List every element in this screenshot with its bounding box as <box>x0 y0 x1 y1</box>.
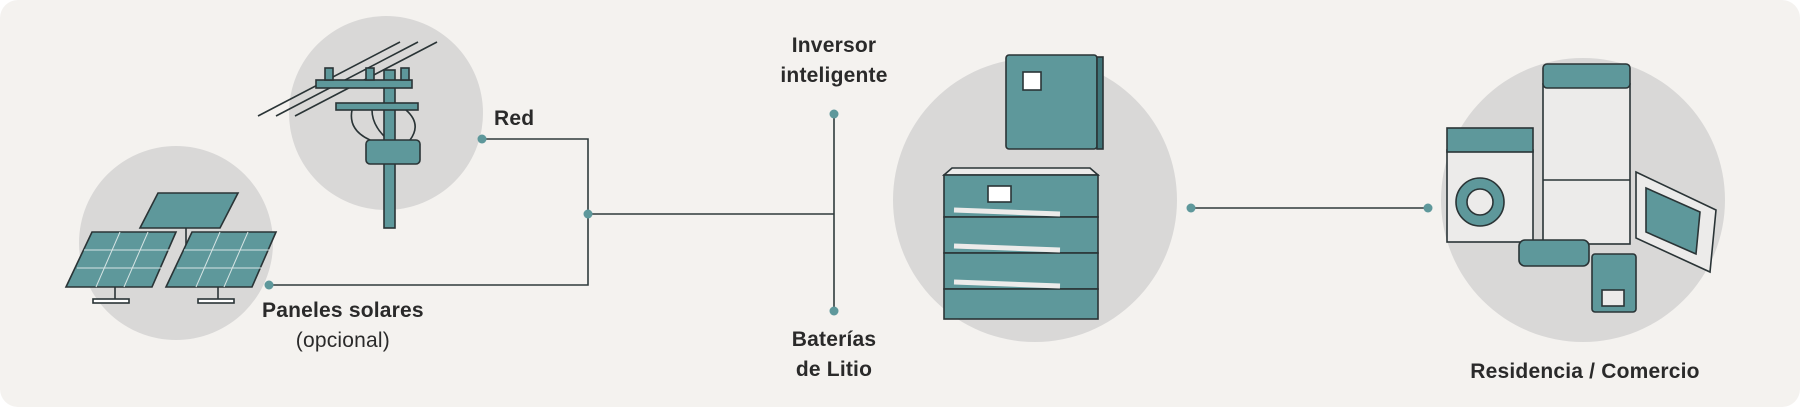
label-inversor: Inversor inteligente <box>764 31 904 91</box>
solar-dot <box>264 280 274 290</box>
connection-dots <box>264 109 1433 316</box>
red-dot <box>477 134 487 144</box>
inverter-icon <box>1005 54 1104 150</box>
inversor-label-line2: inteligente <box>780 64 888 87</box>
label-red: Red <box>494 104 534 134</box>
label-residencia: Residencia / Comercio <box>1440 357 1730 387</box>
residencia-label: Residencia / Comercio <box>1470 360 1700 383</box>
baterias-label-line2: de Litio <box>795 358 873 381</box>
inverter-dot <box>829 109 839 119</box>
baterias-label-line1: Baterías <box>791 328 877 351</box>
battery-out-dot <box>1186 203 1196 213</box>
label-baterias: Baterías de Litio <box>764 325 904 385</box>
junction-dot <box>583 209 593 219</box>
paneles-label: Paneles solares <box>262 299 424 322</box>
inversor-label-line1: Inversor <box>791 34 877 57</box>
utility-pole-icon <box>257 41 438 229</box>
paneles-sub-label: (opcional) <box>295 329 390 352</box>
appliances-icon <box>1446 63 1717 313</box>
home-dot <box>1423 203 1433 213</box>
red-label: Red <box>494 107 535 130</box>
label-paneles: Paneles solares (opcional) <box>262 296 424 356</box>
battery-stack-icon <box>941 167 1101 320</box>
battery-dot <box>829 306 839 316</box>
solar-panels-icon <box>64 192 278 304</box>
